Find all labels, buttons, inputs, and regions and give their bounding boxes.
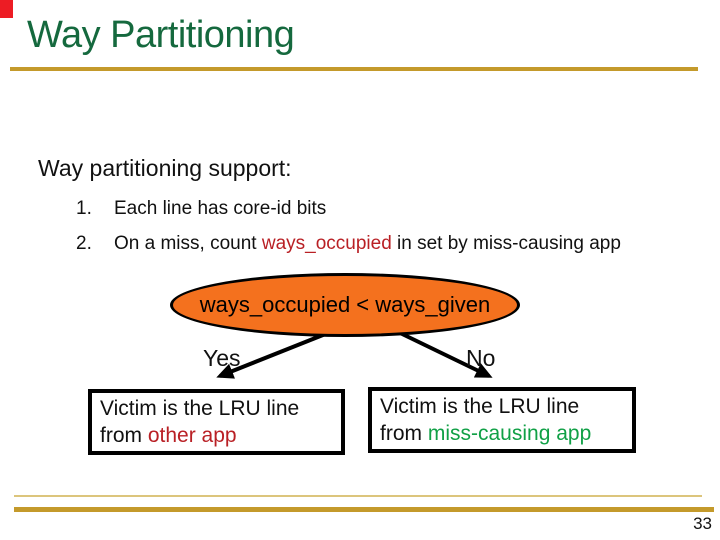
no-arrow <box>395 329 493 378</box>
list-item-1-number: 1. <box>76 198 92 219</box>
condition-ellipse: ways_occupied < ways_given <box>170 273 520 337</box>
list-item-2: 2. On a miss, count ways_occupied in set … <box>76 233 621 255</box>
no-outcome-line2: from miss-causing app <box>380 420 624 447</box>
yes-outcome-line1: Victim is the LRU line <box>100 397 300 420</box>
no-outcome-line2-prefix: from <box>380 422 428 445</box>
no-outcome-line1: Victim is the LRU line <box>380 395 580 418</box>
body-intro: Way partitioning support: <box>38 155 292 181</box>
yes-label: Yes <box>203 345 241 371</box>
condition-text: ways_occupied < ways_given <box>199 292 491 317</box>
corner-red-square <box>0 0 13 18</box>
yes-outcome-box: Victim is the LRU line from other app <box>88 389 345 455</box>
yes-outcome-line2: from other app <box>100 422 333 449</box>
yes-arrow <box>216 329 334 379</box>
list-item-1: 1. Each line has core-id bits <box>76 198 326 220</box>
footer-line <box>14 507 714 512</box>
list-item-2-pre: On a miss, count <box>114 233 262 254</box>
list-item-1-text: Each line has core-id bits <box>114 198 327 219</box>
yes-outcome-line2-highlight: other app <box>147 424 237 447</box>
list-item-2-number: 2. <box>76 233 92 254</box>
list-item-2-highlight: ways_occupied <box>261 233 392 254</box>
yes-outcome-line2-prefix: from <box>100 424 148 447</box>
page-number: 33 <box>693 514 712 533</box>
footer-line-thin <box>14 495 702 497</box>
no-label: No <box>466 345 496 371</box>
no-outcome-line2-highlight: miss-causing app <box>427 422 592 445</box>
no-outcome-box: Victim is the LRU line from miss-causing… <box>368 387 636 453</box>
title-underline <box>10 67 698 71</box>
list-item-2-post: in set by miss-causing app <box>391 233 621 254</box>
slide-title: Way Partitioning <box>27 14 295 56</box>
